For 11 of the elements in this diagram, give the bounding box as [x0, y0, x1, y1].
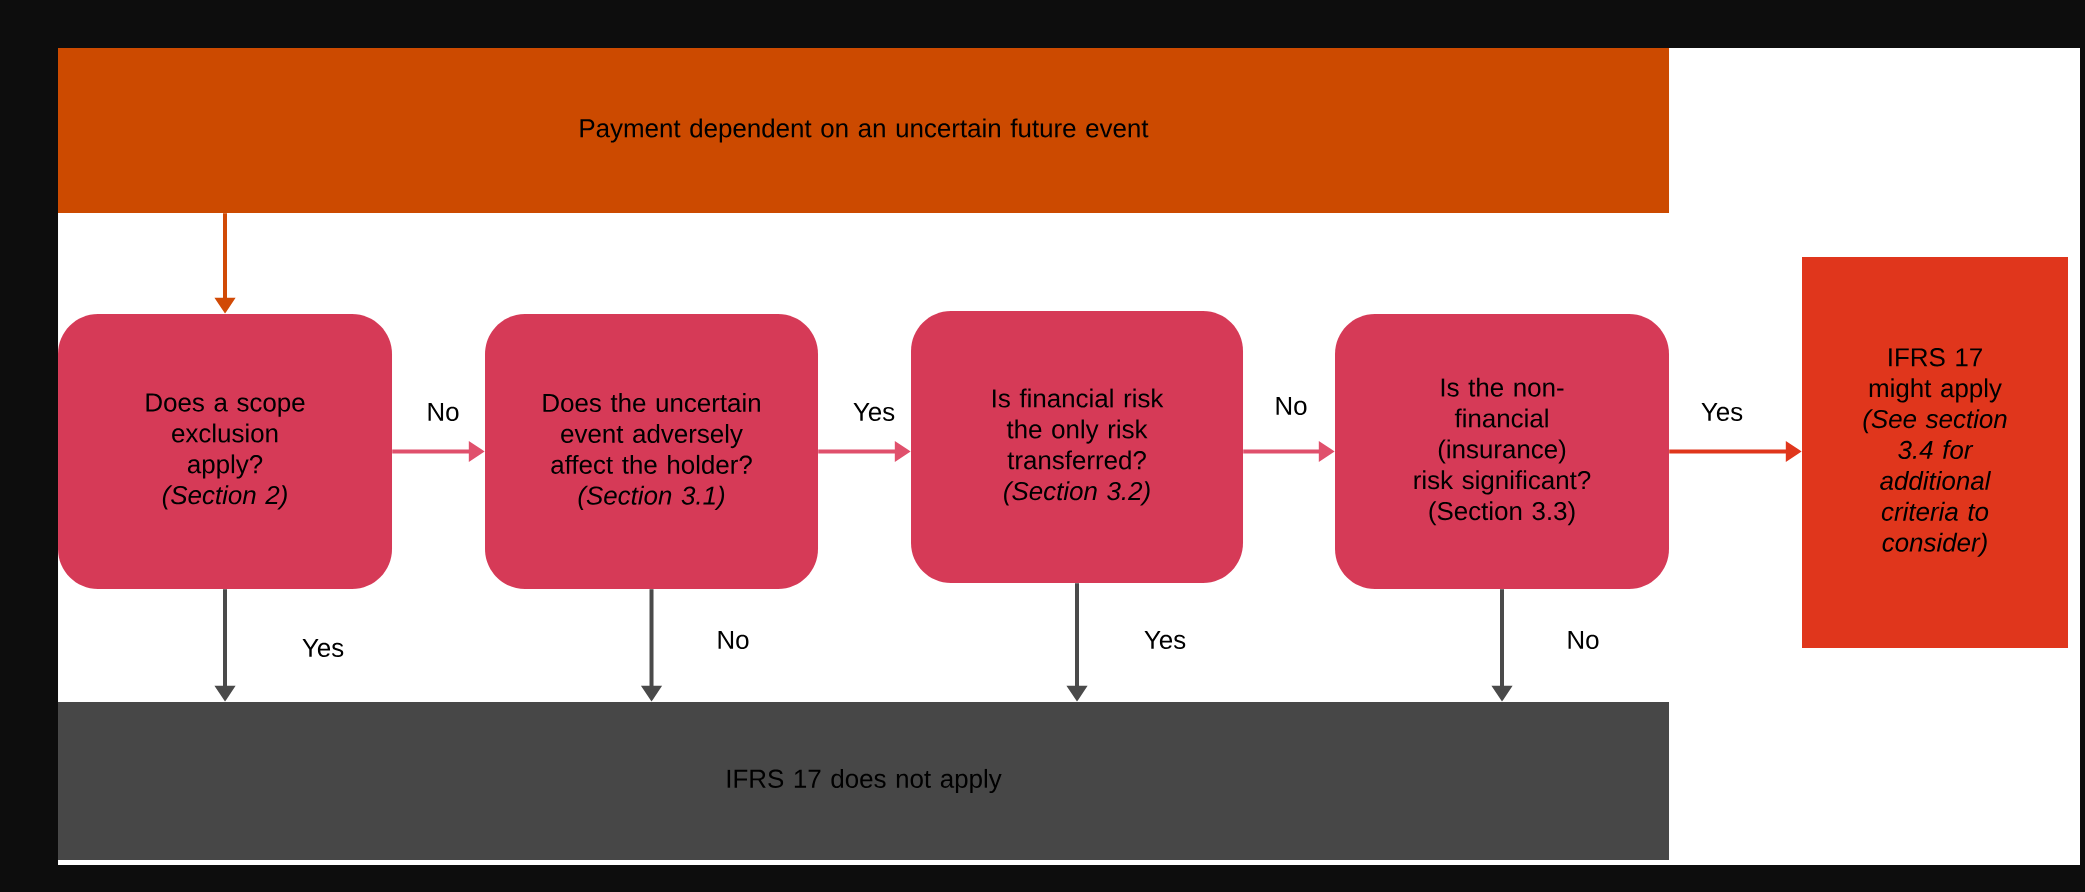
decision-box: Is the non-financial (insurance) risk significant? (Section 3.3) [1335, 314, 1669, 589]
decision-box: Is financial risk the only risk transferred? (Section 3.2) [911, 311, 1243, 583]
edge-label: No [1272, 394, 1310, 418]
edge-label: No [1564, 628, 1602, 652]
outcome-bar: IFRS 17 does not apply [58, 702, 1669, 860]
edge-label: No [424, 400, 462, 424]
outcome-box: IFRS 17 might apply (See section 3.4 for additional criteria to consider) [1802, 257, 2068, 648]
banner: Payment dependent on an uncertain future event [58, 48, 1669, 213]
edge-label: No [714, 628, 752, 652]
decision-box: Does a scope exclusion apply? (Section 2) [58, 314, 392, 589]
decision-box: Does the uncertain event adversely affect the holder? (Section 3.1) [485, 314, 818, 589]
